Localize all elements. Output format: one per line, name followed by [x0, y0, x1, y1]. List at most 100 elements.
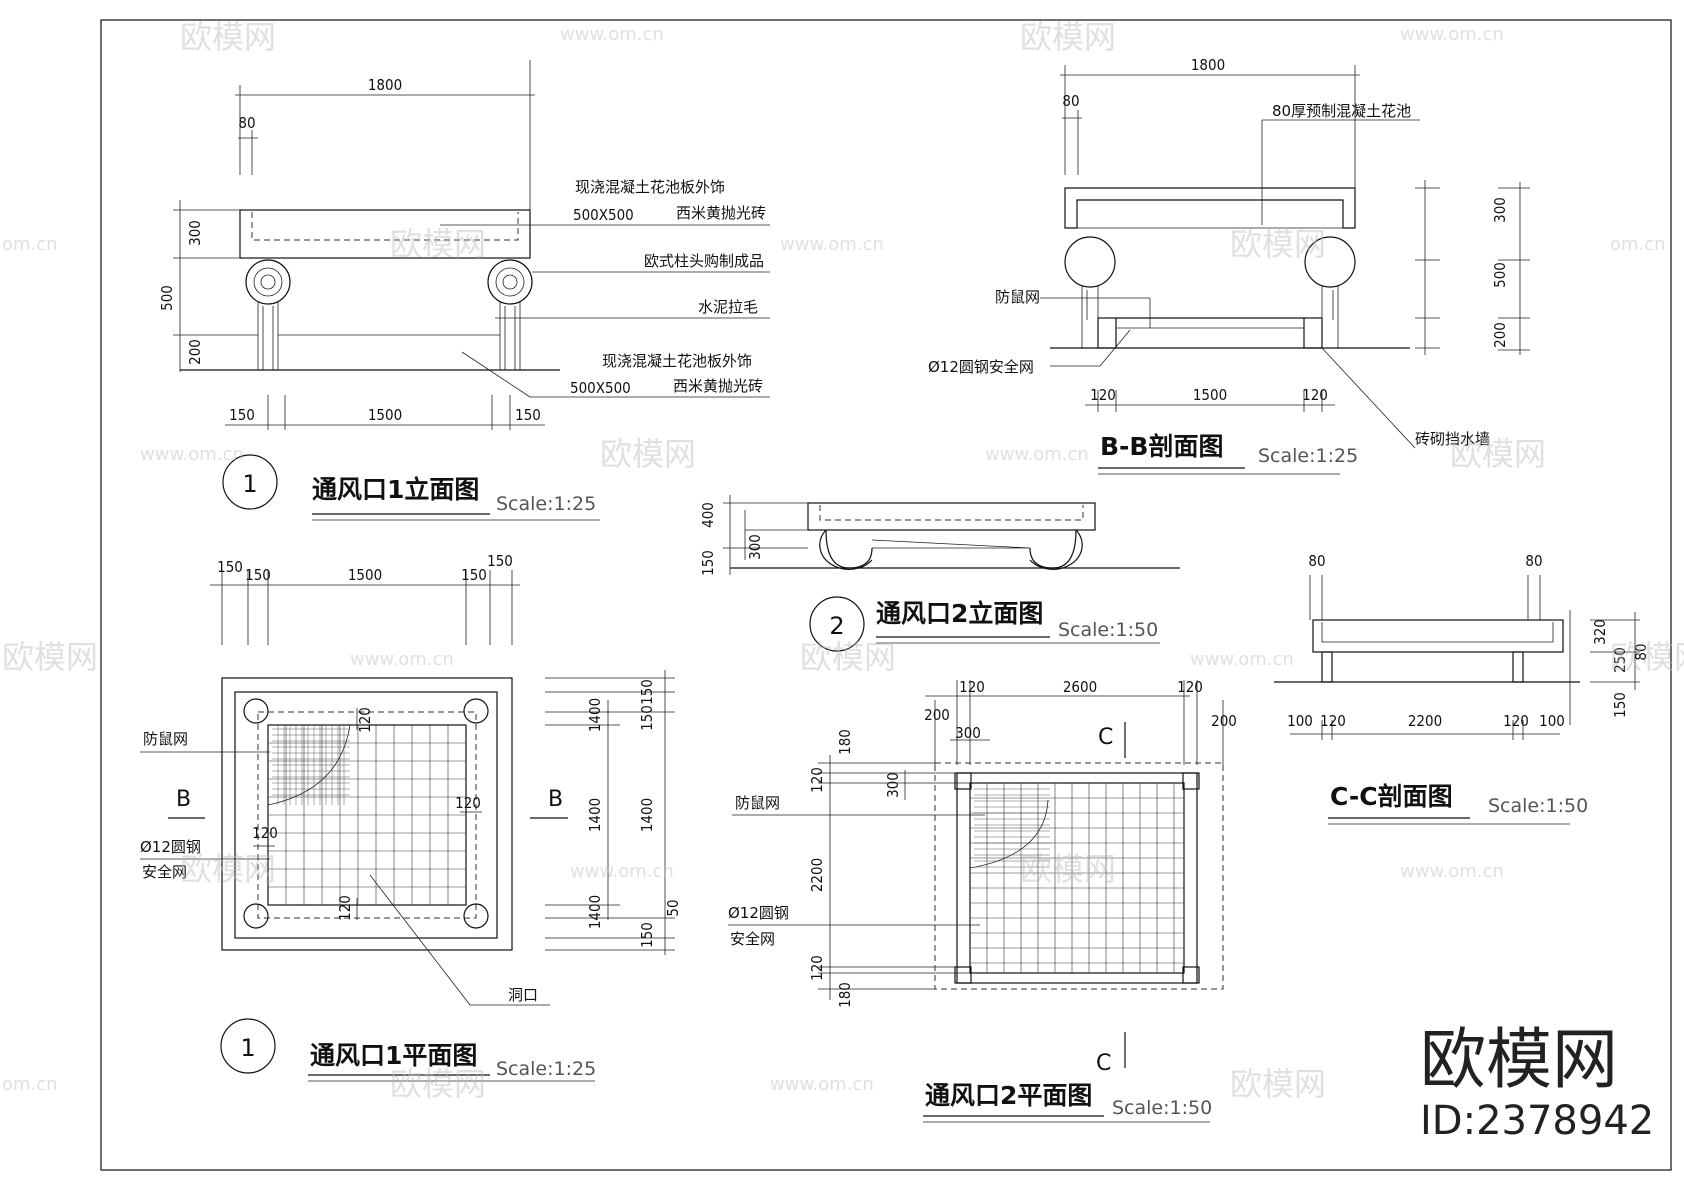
- cc-dim-b2: 120: [1320, 712, 1346, 730]
- plan1-dim-i2: 120: [455, 794, 481, 812]
- plan2-dim-l6: 180: [836, 982, 854, 1008]
- plan2-note-2: Ø12圆钢: [728, 904, 789, 922]
- wm-url-4: www.om.cn: [140, 444, 244, 465]
- plan2-dim-t5: 300: [955, 724, 981, 742]
- elev1-scale: Scale:1:25: [496, 493, 596, 515]
- plan1-dim-r2: 150: [638, 705, 656, 731]
- elev2-title: 通风口2立面图: [876, 599, 1043, 628]
- sheet-border: [100, 19, 1672, 1171]
- plan1-dim-r7: 150: [638, 922, 656, 948]
- plan1-scale: Scale:1:25: [496, 1058, 596, 1080]
- bb-dim-b2: 1500: [1193, 386, 1227, 404]
- plan1-dim-t4: 150: [461, 566, 487, 584]
- elev1-note-4b: 500X500: [570, 379, 631, 397]
- elev2-dim-v3: 150: [699, 550, 717, 576]
- elev1-dim-b1: 150: [229, 406, 255, 424]
- bb-dim-offset: 80: [1062, 92, 1079, 110]
- elev1-dim-200: 200: [186, 339, 204, 365]
- cc-dim-v2: 250: [1611, 647, 1629, 673]
- plan1-dim-t3: 1500: [348, 566, 382, 584]
- plan2-dim-l4: 2200: [808, 858, 826, 892]
- elev1-title: 通风口1立面图: [312, 475, 479, 504]
- plan1-note-1: 防鼠网: [143, 730, 188, 748]
- cc-dim-b5: 100: [1539, 712, 1565, 730]
- plan1-dim-t5: 150: [487, 552, 513, 570]
- wm-url-9: www.om.cn: [1400, 861, 1504, 882]
- plan1-note-3: 安全网: [142, 863, 187, 881]
- wm-brand-11: 欧模网: [1020, 850, 1116, 888]
- plan2-note-3: 安全网: [730, 930, 775, 948]
- cc-dim-t2: 80: [1525, 552, 1542, 570]
- plan2-dim-t6: 200: [1211, 712, 1237, 730]
- wm-brand-4: 欧模网: [1230, 225, 1326, 263]
- plan2-mesh: [970, 783, 1184, 973]
- wm-url-10: www.om.cn: [770, 1074, 874, 1095]
- elev2-scale: Scale:1:50: [1058, 619, 1158, 641]
- elev2-dim-v2: 300: [746, 534, 764, 560]
- wm-url-3: www.om.cn: [780, 234, 884, 255]
- bb-note-3: Ø12圆钢安全网: [928, 358, 1034, 376]
- cc-dim-v3: 80: [1632, 643, 1650, 660]
- bb-dim-v1: 300: [1491, 197, 1509, 223]
- elev2-dim-v1: 400: [699, 502, 717, 528]
- cc-dim-t1: 80: [1308, 552, 1325, 570]
- plan2-dim-l1: 180: [836, 729, 854, 755]
- plan1-note-4: 洞口: [508, 986, 538, 1004]
- bb-dim-v3: 200: [1491, 322, 1509, 348]
- plan1-dim-r4: 1400: [586, 798, 604, 832]
- plan2-dim-t2: 2600: [1063, 678, 1097, 696]
- plan1-dim-r5: 1400: [638, 798, 656, 832]
- plan2-scale: Scale:1:50: [1112, 1097, 1212, 1119]
- elev1-dim-b3: 150: [515, 406, 541, 424]
- elev1-dim-300: 300: [186, 220, 204, 246]
- plan1-dim-r3: 1400: [586, 698, 604, 732]
- plan2-dim-l3: 300: [884, 772, 902, 798]
- cc-dim-v4: 150: [1611, 692, 1629, 718]
- elev1-dim-offset: 80: [238, 114, 255, 132]
- bb-note-1: 80厚预制混凝土花池: [1272, 102, 1411, 120]
- elev1-note-2: 欧式柱头购制成品: [644, 252, 764, 270]
- wm-brand-12: 欧模网: [390, 1065, 486, 1103]
- wm-url-5: www.om.cn: [985, 444, 1089, 465]
- bb-scale: Scale:1:25: [1258, 445, 1358, 467]
- bb-dim-width: 1800: [1191, 56, 1225, 74]
- elev1-note-3: 水泥拉毛: [698, 298, 758, 316]
- plan1-dim-i3: 120: [252, 824, 278, 842]
- wm-brand-5: 欧模网: [600, 435, 696, 473]
- wm-brand-13: 欧模网: [1230, 1065, 1326, 1103]
- bb-dim-b1: 120: [1090, 386, 1116, 404]
- plan2-section-bottom: C: [1096, 1051, 1111, 1076]
- wm-short-2: om.cn: [1610, 234, 1666, 255]
- wm-url-8: www.om.cn: [570, 861, 674, 882]
- wm-brand-7: 欧模网: [2, 638, 98, 676]
- plan1-dim-t1: 150: [217, 558, 243, 576]
- plan2-dim-t1: 120: [959, 678, 985, 696]
- wm-url-1: www.om.cn: [560, 24, 664, 45]
- cc-title: C-C剖面图: [1330, 782, 1453, 811]
- wm-brand-6: 欧模网: [1450, 435, 1546, 473]
- plan1-mesh: [268, 725, 466, 905]
- elevation-2: 400 300 150 2 通风口2立面图 Scale:1:50: [699, 495, 1180, 652]
- cc-dim-b1: 100: [1287, 712, 1313, 730]
- plan-1: 150 150 1500 150 150 150 150 1400 1400 1…: [140, 552, 682, 1082]
- cc-scale: Scale:1:50: [1488, 795, 1588, 817]
- wm-brand-1: 欧模网: [180, 18, 276, 56]
- elev1-note-1: 现浇混凝土花池板外饰: [575, 178, 725, 196]
- wm-url-2: www.om.cn: [1400, 24, 1504, 45]
- plan1-section-right: B: [548, 787, 563, 812]
- brand-name: 欧模网: [1420, 1021, 1618, 1098]
- wm-brand-8: 欧模网: [800, 638, 896, 676]
- wm-url-7: www.om.cn: [1190, 649, 1294, 670]
- elev2-number: 2: [829, 612, 844, 640]
- plan-2: 120 2600 120 200 300 200 180 120 300 220…: [728, 678, 1237, 1123]
- plan2-dim-t4: 200: [924, 706, 950, 724]
- plan2-note-1: 防鼠网: [735, 794, 780, 812]
- elev1-note-4c: 西米黄抛光砖: [673, 377, 763, 395]
- bb-dim-b3: 120: [1302, 386, 1328, 404]
- plan1-section-left: B: [176, 787, 191, 812]
- elev1-note-1b: 500X500: [573, 206, 634, 224]
- wm-short-3: om.cn: [2, 1074, 58, 1095]
- wm-url-6: www.om.cn: [350, 649, 454, 670]
- plan1-dim-i4: 120: [336, 895, 354, 921]
